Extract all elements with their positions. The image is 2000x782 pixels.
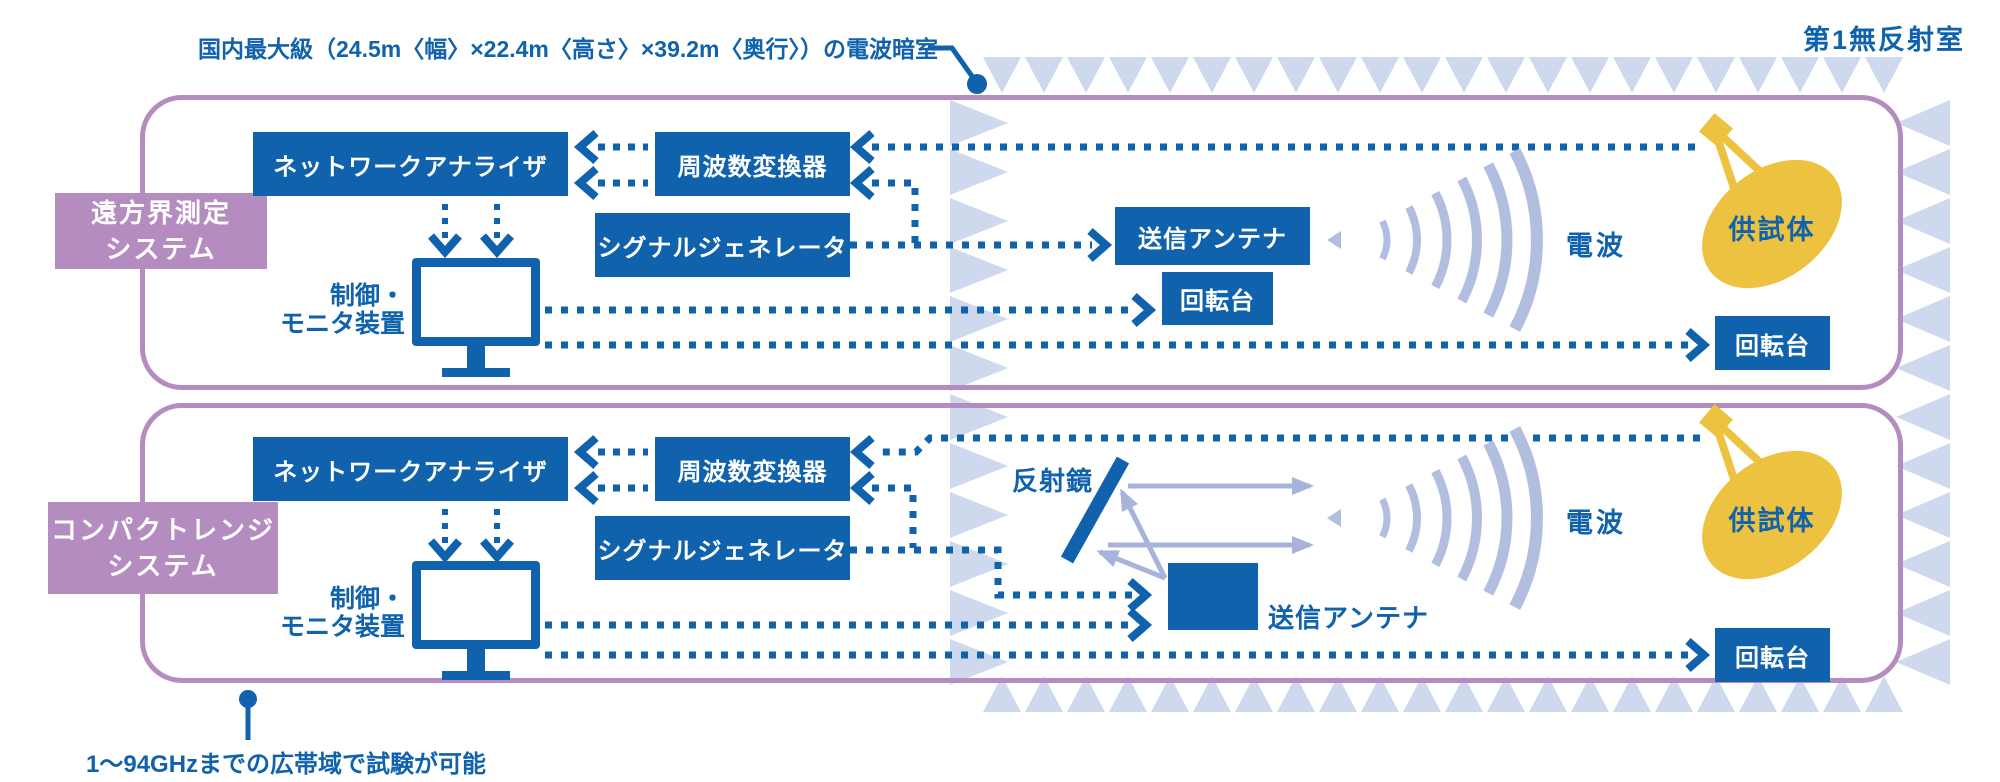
turntable-inner-box-top: 回転台 <box>1162 272 1273 325</box>
signal-generator-box-bottom: シグナルジェネレータ <box>595 516 850 580</box>
frequency-converter-box-top: 周波数変換器 <box>655 132 850 196</box>
wall-right <box>1896 100 1950 685</box>
wall-bottom <box>983 676 1903 712</box>
far-field-system-label-line1: 遠方界測定 <box>90 198 231 228</box>
turntable-outer-box-bottom: 回転台 <box>1715 628 1830 682</box>
bandwidth-note-leader <box>239 690 257 740</box>
compact-range-system-label-line1: コンパクトレンジ <box>50 515 275 545</box>
radio-waves-icon-top <box>1327 148 1543 332</box>
compact-range-connections <box>427 434 1711 673</box>
tx-antenna-label-bottom: 送信アンテナ <box>1268 603 1429 633</box>
far-field-system-label-line2: システム <box>105 234 217 264</box>
far-field-connections <box>427 129 1711 363</box>
far-field-system-label: 遠方界測定 システム <box>55 193 267 269</box>
reflector-label: 反射鏡 <box>1012 466 1094 496</box>
radio-wave-label-top: 電波 <box>1566 231 1626 261</box>
dut-dish-icon-top <box>1699 113 1842 289</box>
wall-top <box>983 57 1903 93</box>
chamber-note-leader <box>928 45 987 94</box>
monitor-icon <box>412 561 540 649</box>
frequency-converter-box-bottom: 周波数変換器 <box>655 437 850 501</box>
control-monitor-bottom-line1: 制御・ <box>329 585 405 613</box>
network-analyzer-box-bottom: ネットワークアナライザ <box>253 437 568 501</box>
network-analyzer-box-top: ネットワークアナライザ <box>253 132 568 196</box>
monitor-base <box>442 368 510 377</box>
monitor-stand <box>467 346 485 370</box>
bandwidth-note: 1〜94GHzまでの広帯域で試験が可能 <box>86 751 487 778</box>
control-monitor-top-line2: モニタ装置 <box>280 310 406 338</box>
signal-generator-box-top: シグナルジェネレータ <box>595 213 850 277</box>
turntable-outer-box-top: 回転台 <box>1715 316 1830 370</box>
control-monitor-label-top: 制御・ モニタ装置 <box>280 282 405 338</box>
radio-wave-label-bottom: 電波 <box>1566 508 1626 538</box>
dut-label-bottom: 供試体 <box>1728 506 1816 536</box>
dut-dish-icon-bottom <box>1699 404 1842 580</box>
radio-waves-icon-bottom <box>1327 426 1543 610</box>
room-title: 第1無反射室 <box>1802 25 1965 55</box>
monitor-icon <box>412 258 540 346</box>
tx-antenna-feed-square <box>1168 563 1258 630</box>
control-monitor-bottom-line2: モニタ装置 <box>280 613 406 641</box>
compact-range-system-label-line2: システム <box>107 551 219 581</box>
chamber-size-note: 国内最大級（24.5m〈幅〉×22.4m〈高さ〉×39.2m〈奥行〉）の電波暗室 <box>198 36 939 62</box>
compact-range-system-label: コンパクトレンジ システム <box>48 502 278 594</box>
reflector-and-beams <box>1060 456 1314 581</box>
monitor-base <box>442 671 510 680</box>
control-monitor-label-bottom: 制御・ モニタ装置 <box>280 585 405 641</box>
dut-label-top: 供試体 <box>1728 215 1816 245</box>
monitor-stand <box>467 649 485 673</box>
tx-antenna-box-top: 送信アンテナ <box>1115 207 1310 265</box>
control-monitor-top-line1: 制御・ <box>329 282 405 310</box>
